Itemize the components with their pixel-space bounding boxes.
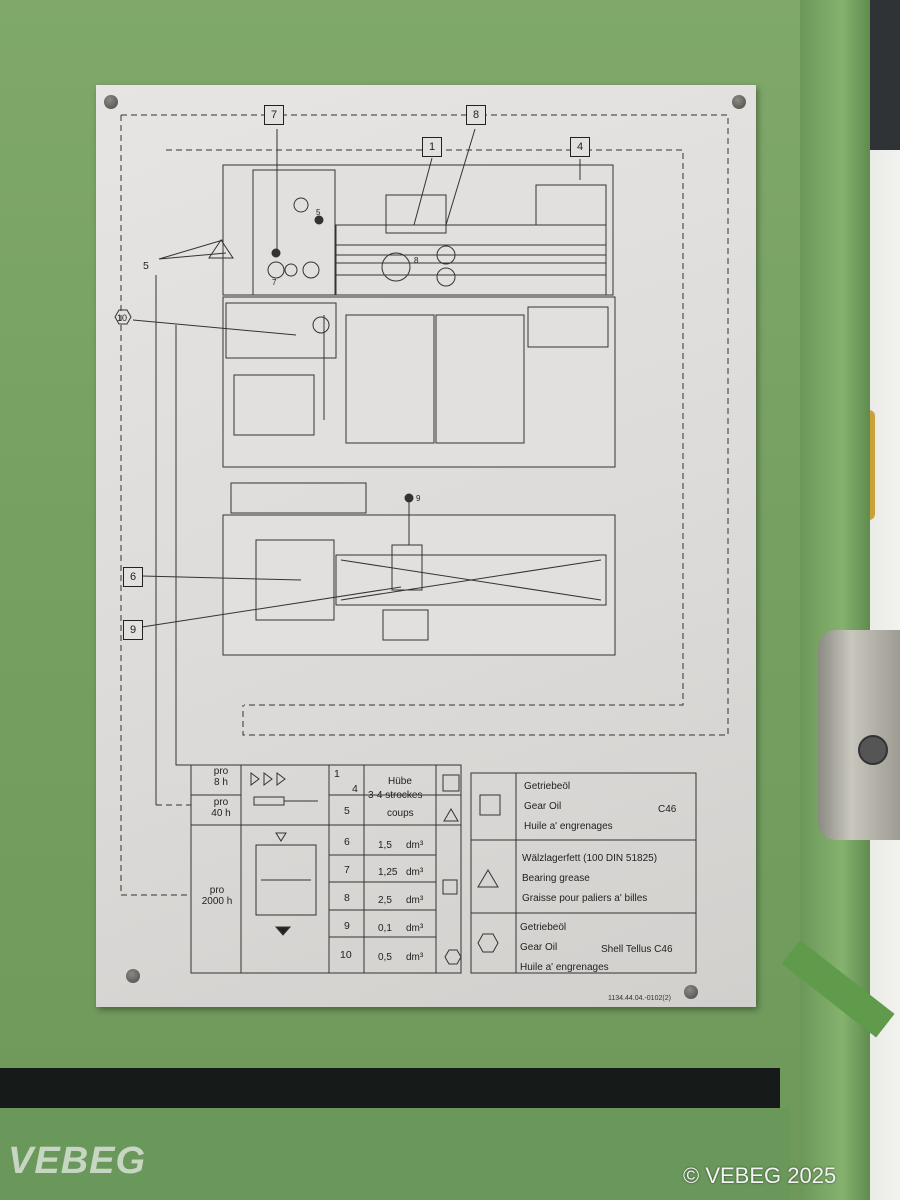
- interval-2000h: pro 2000 h: [201, 885, 233, 907]
- lathe-diagram: [114, 114, 729, 974]
- detail-label-5: 5: [316, 208, 321, 217]
- lube-square-line1: Getriebeöl: [524, 781, 571, 792]
- qty-9: 0,1: [378, 923, 392, 934]
- housing-seam: [0, 1068, 780, 1110]
- qty-6: 1,5: [378, 840, 392, 851]
- point-10: 10: [340, 949, 352, 961]
- lube-square-line2: Gear Oil: [524, 801, 562, 812]
- point-6: 6: [344, 836, 350, 848]
- strokes-line3: coups: [387, 808, 414, 819]
- slotted-screw-icon: [858, 735, 888, 765]
- lube-square-grade: C46: [658, 804, 677, 815]
- callout-9: 9: [123, 620, 143, 640]
- strokes-line2: 3-4 strockes: [368, 790, 423, 801]
- callout-6: 6: [123, 567, 143, 587]
- qty-8: 2,5: [378, 895, 392, 906]
- unit-9: dm³: [406, 923, 424, 934]
- point-7: 7: [344, 864, 350, 876]
- lube-hexagon-line1: Getriebeöl: [520, 922, 567, 933]
- callout-5-triangle: 5: [143, 260, 149, 272]
- detail-label-7: 7: [272, 278, 277, 287]
- lube-triangle-line2: Bearing grease: [522, 873, 590, 884]
- interval-8h: pro 8 h: [213, 766, 229, 788]
- unit-7: dm³: [406, 867, 424, 878]
- qty-10: 0,5: [378, 952, 392, 963]
- detail-label-8: 8: [414, 256, 419, 265]
- unit-6: dm³: [406, 840, 424, 851]
- point-5: 5: [344, 805, 350, 817]
- callout-4: 4: [570, 137, 590, 157]
- point-1: 1: [334, 768, 340, 780]
- lube-square-line3: Huile a' engrenages: [524, 821, 613, 832]
- strokes-header: Hübe: [388, 776, 412, 787]
- point-8: 8: [344, 892, 350, 904]
- detail-label-9: 9: [416, 494, 421, 503]
- callout-10-hexagon: 10: [117, 313, 128, 323]
- rivet-icon: [104, 95, 118, 109]
- lube-hexagon-line2: Gear Oil: [520, 942, 558, 953]
- qty-7: 1,25: [378, 867, 398, 878]
- rivet-icon: [732, 95, 746, 109]
- part-number: 1134.44.04.-0102(2): [608, 995, 671, 1002]
- callout-1: 1: [422, 137, 442, 157]
- watermark-logo: VEBEG: [8, 1140, 147, 1182]
- callout-8: 8: [466, 105, 486, 125]
- rivet-icon: [126, 969, 140, 983]
- lube-triangle-line1: Wälzlagerfett (100 DIN 51825): [522, 853, 658, 864]
- rivet-icon: [684, 985, 698, 999]
- unit-8: dm³: [406, 895, 424, 906]
- lower-housing: [0, 1108, 790, 1200]
- lubrication-plate: 7 8 1 4 5 10 6 9 9 5 7 8 pro 8 h pro 40 …: [96, 85, 756, 1007]
- unit-10: dm³: [406, 952, 424, 963]
- interval-40h: pro 40 h: [211, 797, 231, 819]
- lube-hexagon-grade: Shell Tellus C46: [601, 944, 673, 955]
- lube-triangle-line3: Graisse pour paliers a' billes: [522, 893, 648, 904]
- callout-7: 7: [264, 105, 284, 125]
- spindle-cylinder: [818, 630, 900, 840]
- lube-hexagon-line3: Huile a' engrenages: [520, 962, 609, 973]
- point-4: 4: [352, 783, 358, 795]
- point-9: 9: [344, 920, 350, 932]
- watermark-copyright: © VEBEG 2025: [683, 1163, 837, 1188]
